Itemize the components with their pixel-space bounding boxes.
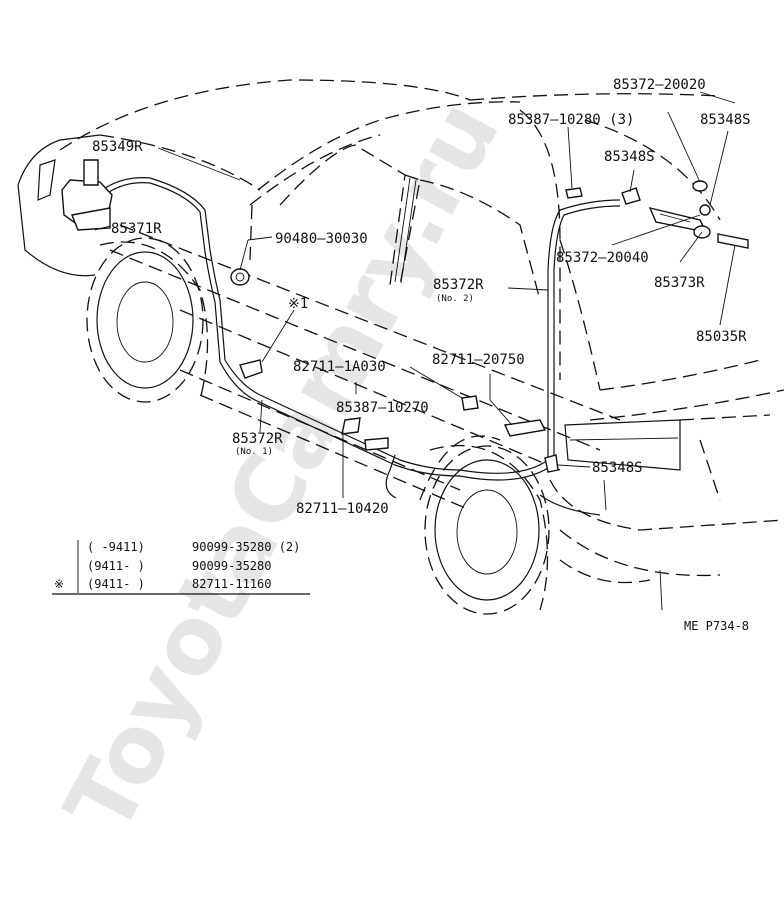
table-row-3-part: 82711-11160 (192, 577, 271, 591)
leader-lines (94, 91, 736, 498)
table-row-2-part: 90099-35280 (192, 559, 271, 573)
parts-table: ( -9411) 90099-35280 (2) (9411- ) 90099-… (52, 540, 310, 595)
callout-82711-1a030: 82711—1A030 (293, 359, 386, 375)
table-row-1-part: 90099-35280 (2) (192, 540, 300, 554)
callout-85372r-no2: 85372R (433, 277, 484, 293)
table-row-2-range: (9411- ) (87, 559, 145, 573)
clip-85348s-bottom (544, 454, 559, 473)
table-row-3-range: (9411- ) (87, 577, 145, 591)
callout-85372r-no1-sub: (No. 1) (235, 447, 273, 457)
table-row-3-mark: ※ (54, 577, 64, 591)
table-row-1-range: ( -9411) (87, 540, 145, 554)
clip-85348s-mid (621, 187, 641, 205)
callout-85387-10270: 85387—10270 (336, 400, 429, 416)
callout-90480-30030: 90480—30030 (275, 231, 368, 247)
clip-82711-1a030 (461, 395, 479, 411)
callout-85387-10280: 85387—10280 (3) (508, 112, 634, 128)
callout-85373r: 85373R (654, 275, 705, 291)
clamp-85387-10280 (565, 187, 583, 199)
callout-asterisk-1: ※1 (288, 296, 308, 312)
callout-85348s-bottom: 85348S (592, 460, 643, 476)
clip-82711-20750 (503, 419, 547, 437)
callout-85035r: 85035R (696, 329, 747, 345)
callout-85349r: 85349R (92, 139, 143, 155)
callout-85348s-top-right: 85348S (700, 112, 751, 128)
callout-85372r-no1: 85372R (232, 431, 283, 447)
rear-washer-nozzle-assembly (648, 180, 749, 249)
callout-85371r: 85371R (111, 221, 162, 237)
clamp-near-sill (239, 359, 263, 379)
callout-82711-10420: 82711—10420 (296, 501, 389, 517)
figure-code: ME P734-8 (684, 619, 749, 633)
grommet-90480 (230, 268, 250, 286)
callout-82711-20750: 82711—20750 (432, 352, 525, 368)
callout-labels: 85372—20020 85387—10280 (3) 85348S 85348… (92, 77, 751, 517)
washer-hose-routing (94, 177, 621, 499)
callout-85372-20040: 85372—20040 (556, 250, 649, 266)
washer-tank (61, 159, 113, 231)
callout-85348s-mid: 85348S (604, 149, 655, 165)
watermark-text: ToyotaCamry.ru (45, 84, 520, 850)
car-body-outline (17, 79, 784, 615)
callout-85372r-no2-sub: (No. 2) (436, 294, 474, 304)
clip-85387-10270 (341, 417, 389, 451)
callout-85372-20020: 85372—20020 (613, 77, 706, 93)
